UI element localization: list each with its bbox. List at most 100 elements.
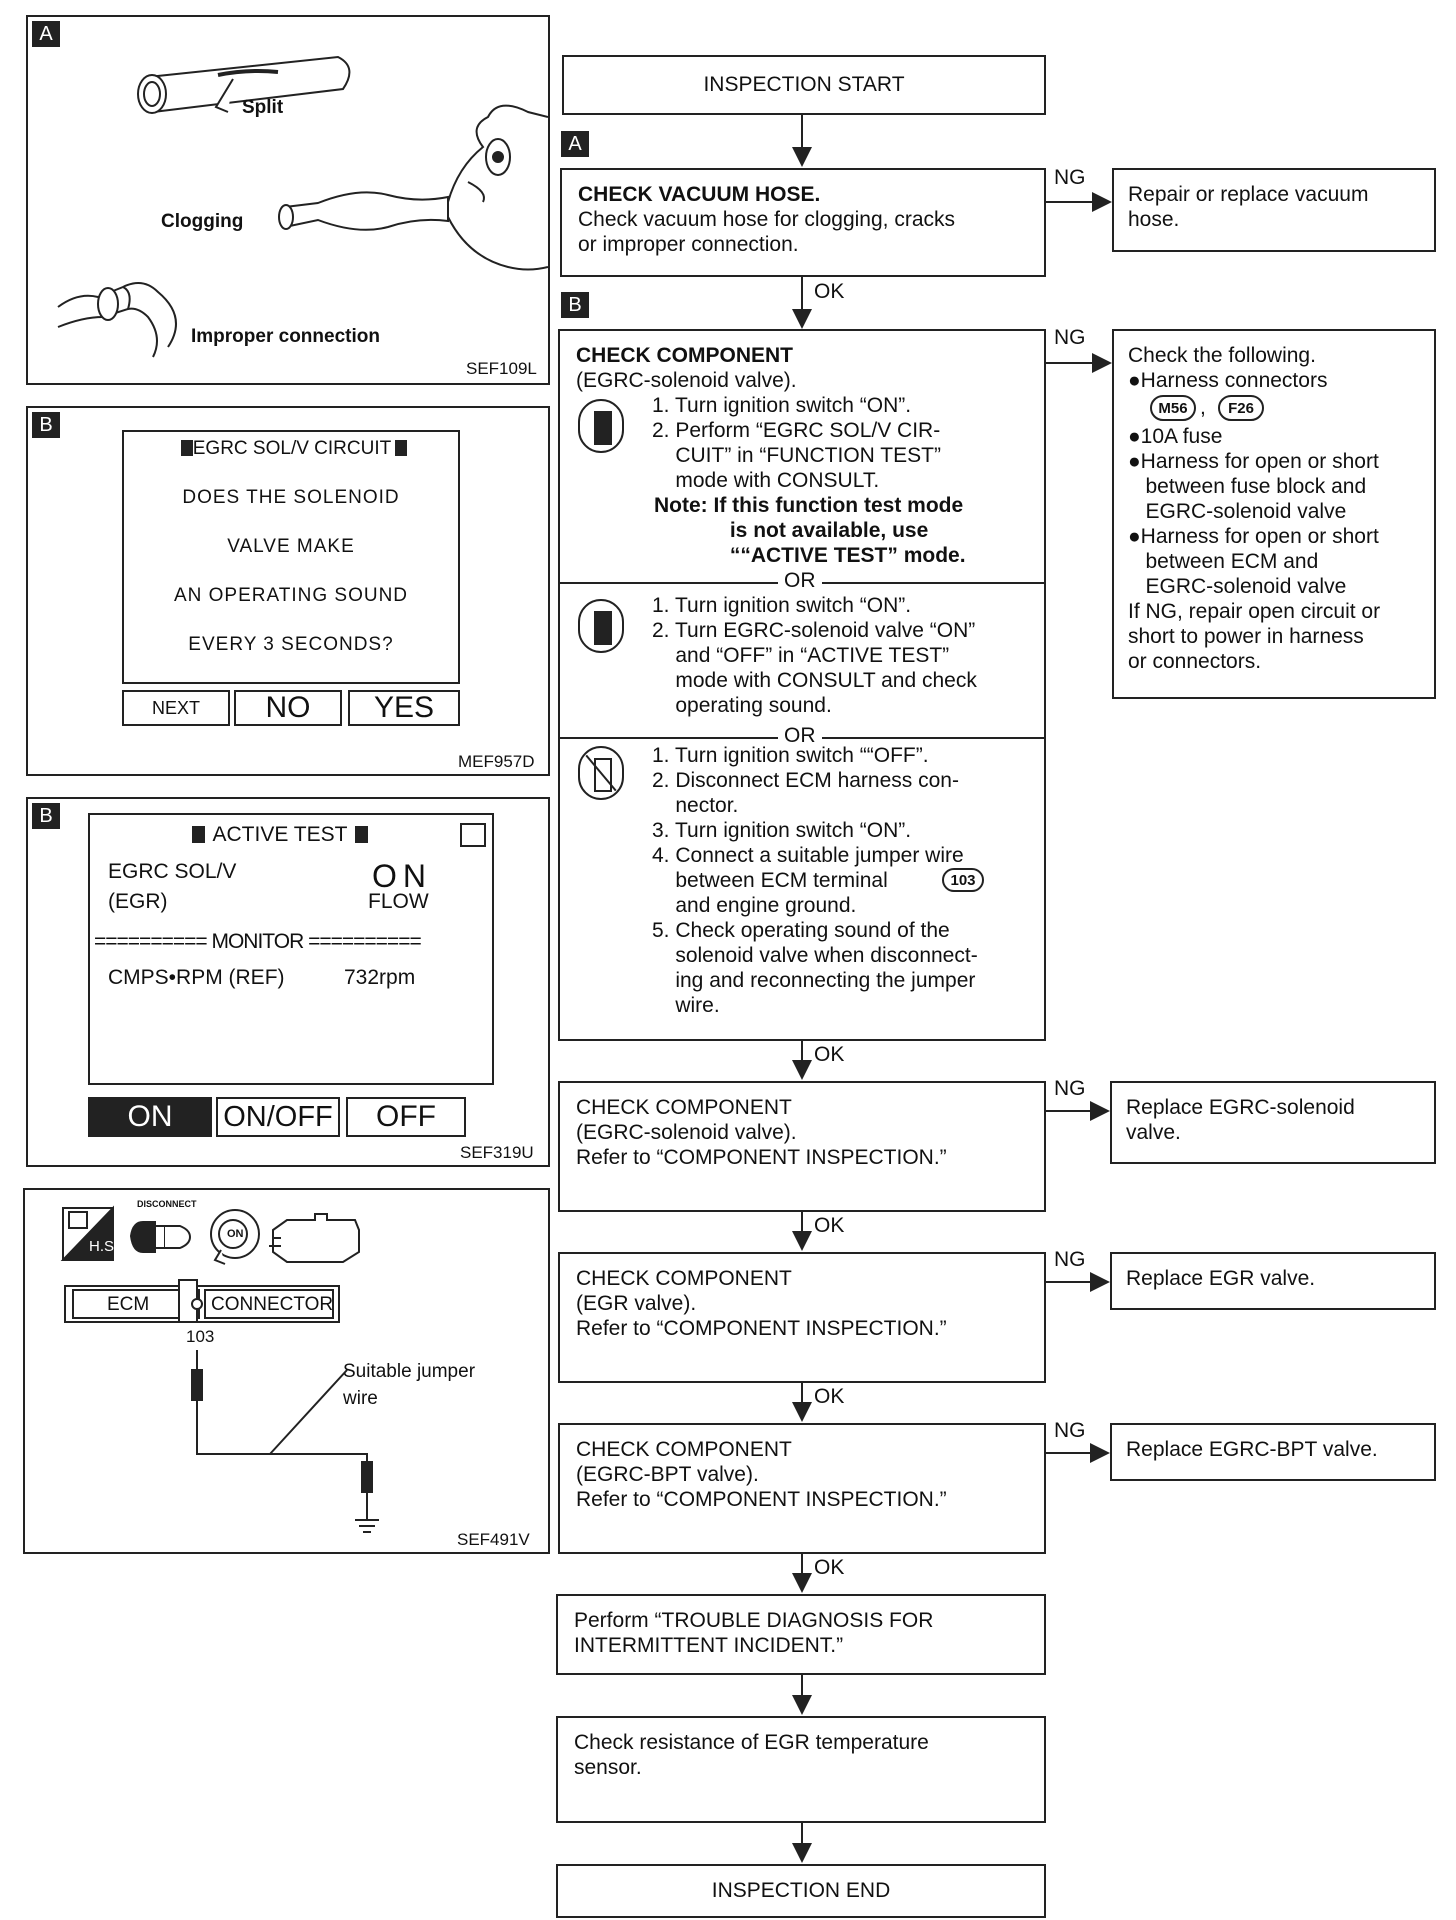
connector-m56: M56 [1150, 395, 1196, 421]
status-square [460, 823, 486, 847]
step-body: CHECK COMPONENT (EGR valve). Refer to “C… [576, 1267, 947, 1340]
terminal-number: 103 [186, 1327, 215, 1346]
split-label: Split [242, 97, 284, 118]
step-a-label: A [561, 131, 589, 157]
ok-label: OK [814, 1043, 845, 1066]
comma: , [1200, 396, 1206, 419]
question-line-3: AN OPERATING SOUND [173, 585, 409, 606]
disconnect-label: DISCONNECT [137, 1199, 197, 1209]
figure-code: SEF109L [466, 359, 537, 378]
ok-label: OK [814, 1385, 845, 1408]
jumper-label: Suitable jumper wire [343, 1361, 476, 1409]
ng-label: NG [1054, 1419, 1086, 1442]
title-bar: EGRC SOL/V CIRCUIT [154, 438, 434, 460]
step-intermittent-incident: Perform “TROUBLE DIAGNOSIS FOR INTERMITT… [556, 1594, 1046, 1675]
no-tools-icon [578, 746, 624, 800]
panel-label: A [32, 21, 60, 47]
ok-label: OK [814, 1214, 845, 1237]
ng-label: NG [1054, 326, 1086, 349]
consult-icon [578, 599, 624, 653]
method-3-cont: and engine ground. 5. Check operating so… [652, 894, 978, 1017]
panel-label: B [32, 803, 60, 829]
monitor-value: 732rpm [344, 966, 416, 989]
panel-jumper-wire-diagram: H.S. DISCONNECT ON ECM CONNECTOR 103 Sui… [23, 1188, 550, 1554]
yes-button[interactable]: YES [348, 690, 460, 726]
panel-active-test-screen: B ACTIVE TEST EGRC SOL/V (EGR) ON FLOW =… [26, 797, 550, 1167]
next-button[interactable]: NEXT [122, 690, 230, 726]
test-item: EGRC SOL/V [108, 860, 237, 883]
figure-code: MEF957D [458, 752, 535, 771]
ok-label: OK [814, 1556, 845, 1579]
question-line-4: EVERY 3 SECONDS? [188, 634, 394, 655]
question-line-2: VALVE MAKE [227, 536, 355, 557]
ng-label: NG [1054, 166, 1086, 189]
clogging-label: Clogging [161, 211, 244, 232]
step-egr-temp-sensor: Check resistance of EGR temperature sens… [556, 1716, 1046, 1823]
ng-items: ●10A fuse ●Harness for open or short bet… [1128, 425, 1381, 673]
ng-action: Replace EGRC-BPT valve. [1126, 1438, 1378, 1461]
ng-item-1: ●Harness connectors [1128, 369, 1328, 392]
inspection-start: INSPECTION START [562, 55, 1046, 115]
hose-illustration [57, 55, 548, 358]
ok-label: OK [814, 280, 845, 303]
ng-action: Replace EGRC-solenoid valve. [1126, 1096, 1355, 1144]
test-state-sub: FLOW [368, 890, 429, 913]
ng-replace-bpt: Replace EGRC-BPT valve. [1110, 1423, 1436, 1481]
monitor-divider: ========== MONITOR ========== [94, 930, 422, 953]
jumper-wire-illustration [60, 1205, 379, 1533]
method-2: 1. Turn ignition switch “ON”. 2. Turn EG… [652, 594, 977, 717]
ng-action: Replace EGR valve. [1126, 1267, 1316, 1290]
method-3: 1. Turn ignition switch ““OFF”. 2. Disco… [652, 744, 964, 892]
figure-code: SEF319U [460, 1143, 534, 1162]
ng-intro: Check the following. [1128, 344, 1316, 367]
no-button[interactable]: NO [234, 690, 342, 726]
ng-label: NG [1054, 1248, 1086, 1271]
off-button[interactable]: OFF [346, 1097, 466, 1137]
panel-function-test-screen: B EGRC SOL/V CIRCUIT DOES THE SOLENOID V… [26, 406, 550, 776]
ng-replace-egr: Replace EGR valve. [1110, 1252, 1436, 1310]
on-button[interactable]: ON [88, 1097, 212, 1137]
or-label: OR [778, 569, 822, 593]
monitor-param: CMPS•RPM (REF) [108, 966, 285, 989]
on-off-button[interactable]: ON/OFF [216, 1097, 340, 1137]
step-component-inspection-egr: CHECK COMPONENT (EGR valve). Refer to “C… [558, 1252, 1046, 1383]
step-sub: (EGRC-solenoid valve). [576, 369, 797, 392]
terminal-circle: 103 [942, 868, 984, 892]
step-body: Check resistance of EGR temperature sens… [574, 1731, 929, 1779]
step-body: CHECK COMPONENT (EGRC-BPT valve). Refer … [576, 1438, 947, 1511]
ng-check-harness: Check the following. ●Harness connectors… [1112, 329, 1436, 699]
inspection-end: INSPECTION END [556, 1864, 1046, 1918]
step-body: Perform “TROUBLE DIAGNOSIS FOR INTERMITT… [574, 1609, 934, 1657]
step-body: CHECK COMPONENT (EGRC-solenoid valve). R… [576, 1096, 947, 1169]
ecm-label: ECM [107, 1294, 150, 1315]
step-body: Check vacuum hose for clogging, cracks o… [578, 208, 956, 256]
method-1-note: Note: If this function test mode is not … [654, 494, 966, 567]
step-title: CHECK COMPONENT [576, 344, 794, 367]
figure-code: SEF491V [457, 1530, 530, 1549]
consult-screen: EGRC SOL/V CIRCUIT DOES THE SOLENOID VAL… [122, 430, 460, 684]
connector-label: CONNECTOR [211, 1294, 334, 1315]
connector-f26: F26 [1218, 395, 1264, 421]
test-state: ON [372, 858, 432, 894]
step-component-inspection-solenoid: CHECK COMPONENT (EGRC-solenoid valve). R… [558, 1081, 1046, 1212]
step-b-label: B [561, 292, 589, 318]
on-key-label: ON [227, 1228, 244, 1240]
panel-label: B [32, 412, 60, 438]
inspection-start-label: INSPECTION START [703, 73, 905, 96]
improper-connection-label: Improper connection [191, 326, 380, 347]
ng-action: Repair or replace vacuum hose. [1128, 183, 1369, 231]
question-line-1: DOES THE SOLENOID [182, 487, 400, 508]
step-title: CHECK VACUUM HOSE. [578, 183, 821, 206]
ng-repair-vacuum-hose: Repair or replace vacuum hose. [1112, 168, 1436, 252]
title-bar: ACTIVE TEST [170, 823, 390, 847]
inspection-end-label: INSPECTION END [711, 1879, 891, 1902]
or-label: OR [778, 724, 822, 748]
ng-label: NG [1054, 1077, 1086, 1100]
hs-label: H.S. [89, 1238, 119, 1255]
panel-vacuum-hose-illustration: A Split Clogging Improper connection [26, 15, 550, 385]
ng-replace-solenoid: Replace EGRC-solenoid valve. [1110, 1081, 1436, 1164]
method-1: 1. Turn ignition switch “ON”. 2. Perform… [652, 394, 941, 492]
consult-screen: ACTIVE TEST EGRC SOL/V (EGR) ON FLOW ===… [88, 813, 494, 1085]
test-item-sub: (EGR) [108, 890, 168, 913]
